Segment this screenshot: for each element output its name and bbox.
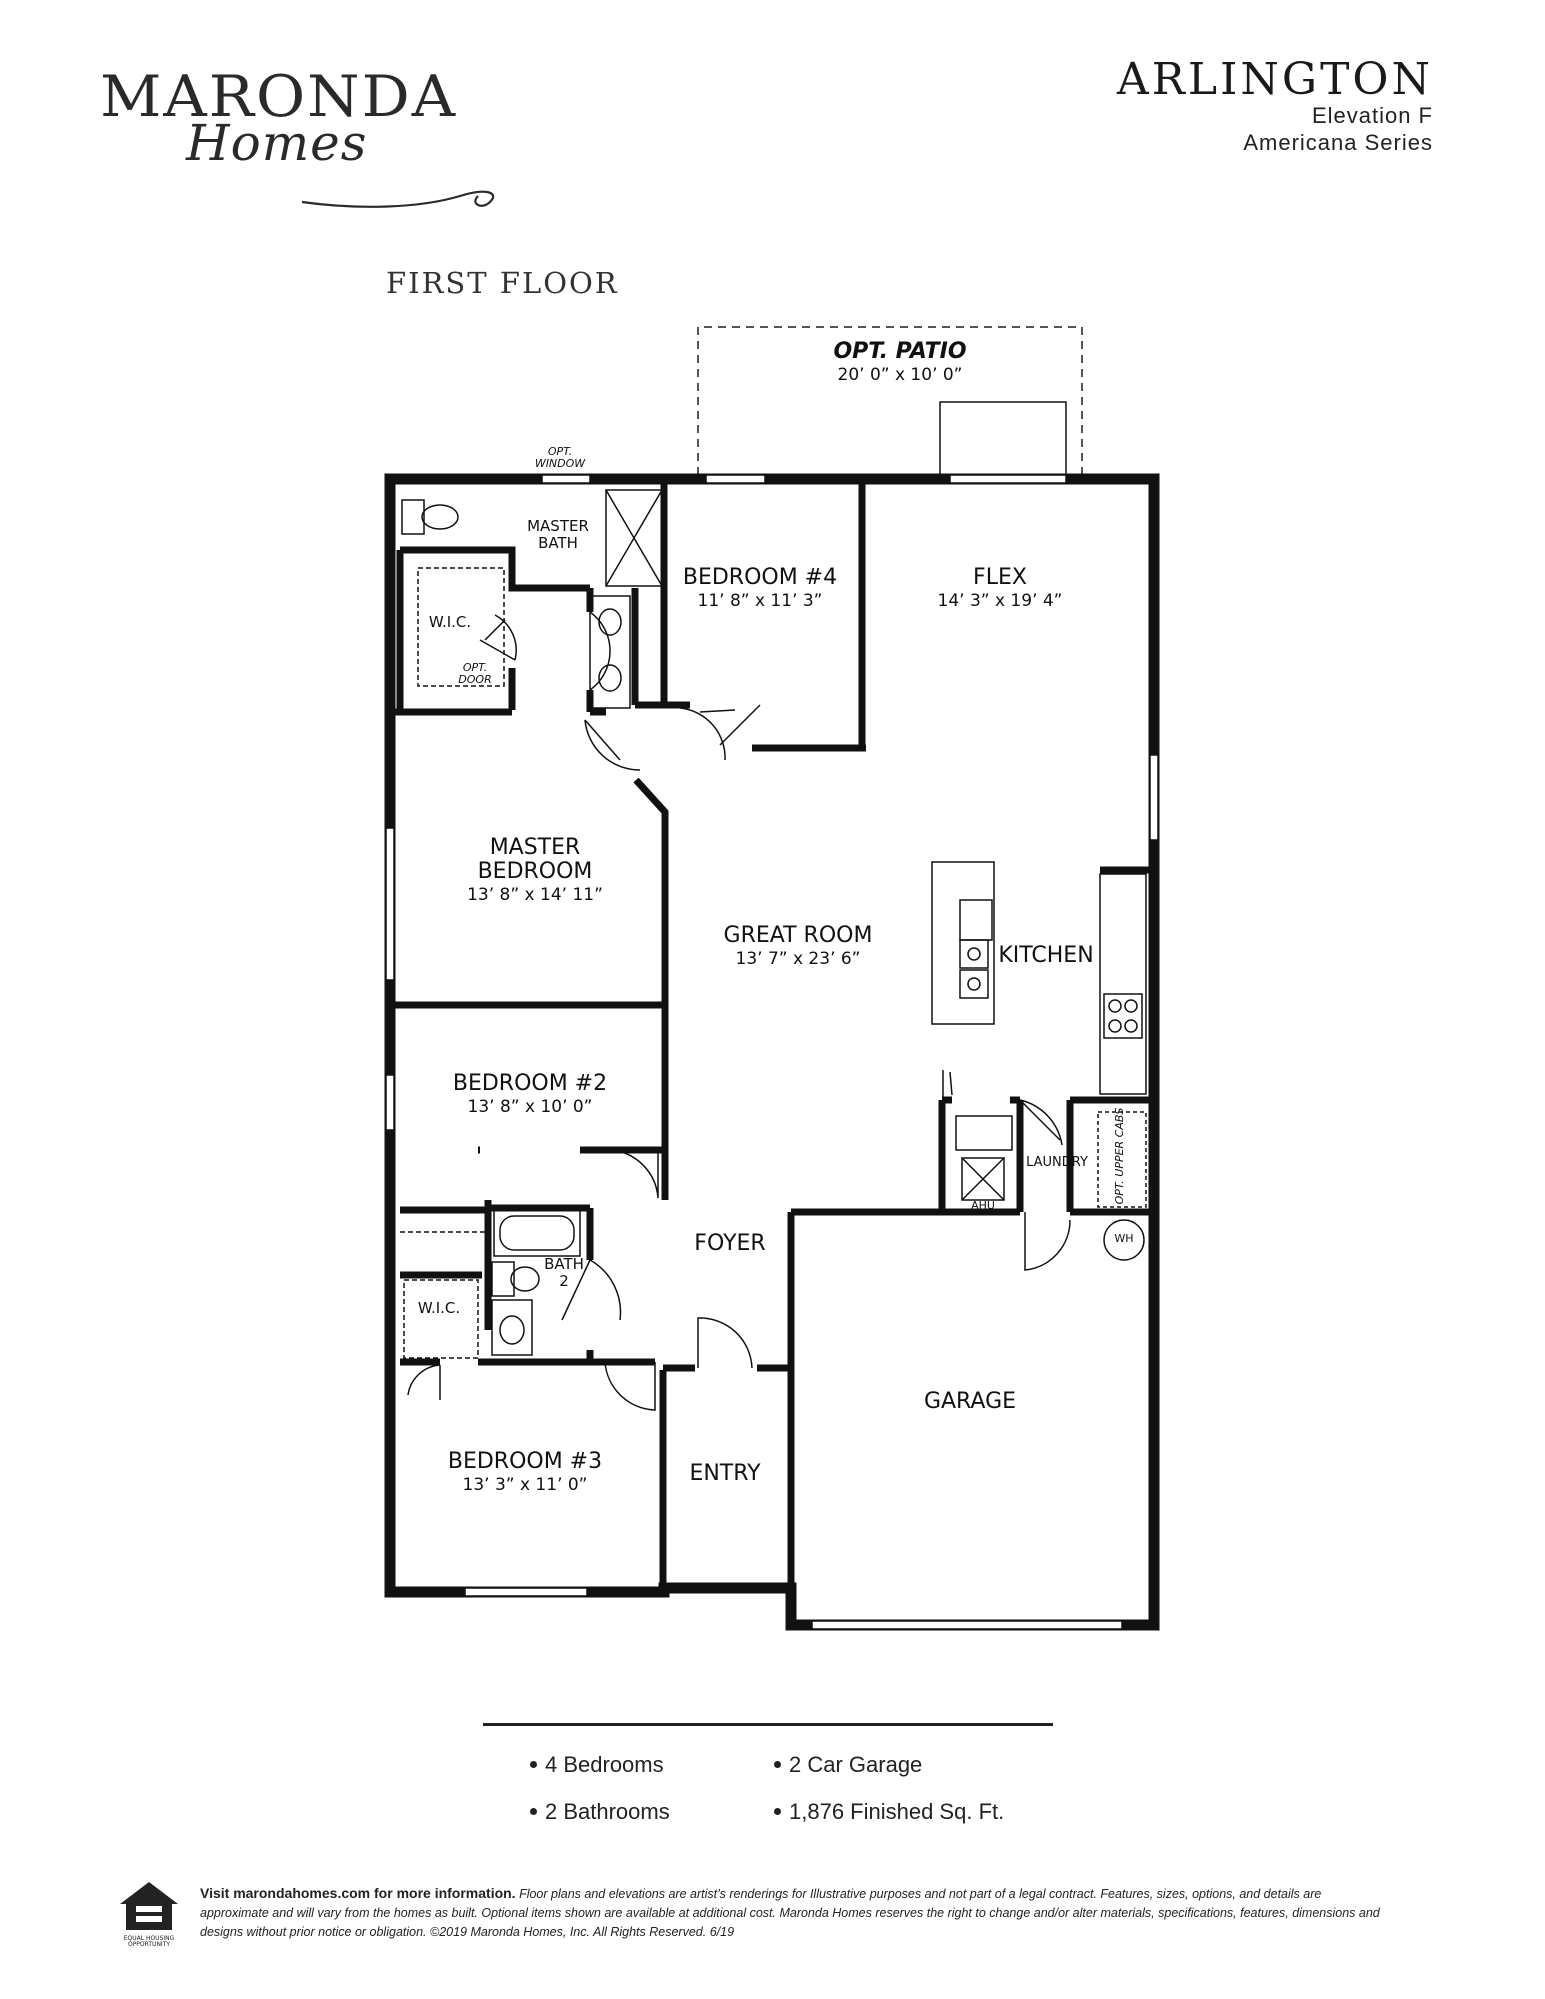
room-bedroom-4: BEDROOM #4 11’ 8” x 11’ 3” (660, 566, 860, 612)
room-entry: ENTRY (675, 1462, 775, 1486)
opt-upper-cabs-label: OPT. UPPER CABS (1113, 1107, 1126, 1205)
room-bath-2: BATH 2 (536, 1256, 592, 1290)
feature-bathrooms: 2 Bathrooms (530, 1799, 670, 1825)
patio-dims: 20’ 0” x 10’ 0” (837, 365, 963, 385)
feature-bedrooms: 4 Bedrooms (530, 1752, 664, 1778)
room-flex: FLEX 14’ 3” x 19’ 4” (900, 566, 1100, 612)
features-divider (483, 1723, 1053, 1726)
logo-wordmark: MARONDA (100, 63, 458, 131)
wh-label: WH (1114, 1232, 1134, 1245)
bedroom4-label: BEDROOM #4 (682, 565, 838, 590)
plan-name: ARLINGTON (1116, 54, 1433, 105)
equal-housing-logo: EQUAL HOUSING OPPORTUNITY (118, 1880, 180, 1948)
garage-label: GARAGE (923, 1389, 1017, 1414)
plan-series: Americana Series (1243, 130, 1433, 155)
plan-elevation: Elevation F (1311, 103, 1433, 128)
master-bedroom-line1: MASTER (489, 835, 581, 860)
bedroom3-dims: 13’ 3” x 11’ 0” (462, 1475, 588, 1495)
laundry-label: LAUNDRY (1026, 1155, 1088, 1170)
water-heater: WH (1108, 1233, 1140, 1245)
patio-label: OPT. PATIO (833, 339, 967, 364)
feature-bedrooms-text: 4 Bedrooms (545, 1752, 664, 1777)
bullet-icon (774, 1760, 781, 1768)
logo-script: Homes (186, 114, 368, 172)
bath2-line1: BATH (544, 1255, 584, 1273)
eho-line2: OPPORTUNITY (127, 1941, 171, 1948)
wic2-label: W.I.C. (417, 1299, 461, 1317)
plan-title-block: ARLINGTON Elevation F Americana Series (1117, 58, 1433, 156)
maronda-homes-logo: MARONDA Homes (100, 62, 495, 208)
master-bedroom-dims: 13’ 8” x 14’ 11” (467, 885, 603, 905)
room-master-bath: MASTER BATH (518, 518, 598, 552)
room-kitchen: KITCHEN (996, 944, 1096, 968)
opt-window-line1: OPT. (547, 445, 573, 458)
room-foyer: FOYER (680, 1232, 780, 1256)
opt-door-line2: DOOR (458, 673, 492, 686)
room-great-room: GREAT ROOM 13’ 7” x 23’ 6” (698, 924, 898, 970)
bullet-icon (774, 1807, 781, 1815)
bath2-line2: 2 (559, 1272, 569, 1290)
room-opt-window: OPT. WINDOW (530, 446, 590, 470)
flex-dims: 14’ 3” x 19’ 4” (937, 591, 1063, 611)
master-bath-line1: MASTER (527, 517, 589, 535)
kitchen-label: KITCHEN (998, 943, 1094, 968)
patio-slider-door (939, 401, 1067, 478)
opt-upper-cabs-note: OPT. UPPER CABS (1113, 1106, 1126, 1206)
opt-door-note: OPT. DOOR (450, 662, 500, 686)
bedroom3-label: BEDROOM #3 (447, 1449, 603, 1474)
bullet-icon (530, 1760, 537, 1768)
bullet-icon (530, 1807, 537, 1815)
great-room-label: GREAT ROOM (723, 923, 873, 948)
room-master-bedroom: MASTER BEDROOM 13’ 8” x 14’ 11” (435, 836, 635, 906)
ahu-label: AHU (971, 1199, 995, 1212)
house-icon (120, 1882, 178, 1930)
feature-garage-text: 2 Car Garage (789, 1752, 923, 1777)
great-room-dims: 13’ 7” x 23’ 6” (735, 949, 861, 969)
feature-sqft: 1,876 Finished Sq. Ft. (774, 1799, 1004, 1825)
entry-label: ENTRY (689, 1461, 761, 1486)
room-wic-master: W.I.C. (420, 614, 480, 631)
room-bedroom-2: BEDROOM #2 13’ 8” x 10’ 0” (430, 1072, 630, 1118)
bedroom4-dims: 11’ 8” x 11’ 3” (697, 591, 823, 611)
bedroom2-dims: 13’ 8” x 10’ 0” (467, 1097, 593, 1117)
floor-label: FIRST FLOOR (386, 266, 619, 300)
footer-lead: Visit marondahomes.com for more informat… (200, 1885, 516, 1901)
logo-swash-icon (301, 190, 495, 208)
master-bedroom-line2: BEDROOM (477, 859, 593, 884)
flex-label: FLEX (973, 565, 1027, 590)
feature-bathrooms-text: 2 Bathrooms (545, 1799, 670, 1824)
ahu-unit: AHU (962, 1200, 1004, 1212)
room-laundry: LAUNDRY (1022, 1154, 1092, 1171)
floor-plan-drawing (384, 326, 1160, 1631)
feature-garage: 2 Car Garage (774, 1752, 922, 1778)
room-wic-2: W.I.C. (404, 1300, 474, 1317)
room-bedroom-3: BEDROOM #3 13’ 3” x 11’ 0” (425, 1450, 625, 1496)
footer-disclaimer: Visit marondahomes.com for more informat… (200, 1884, 1390, 1942)
opt-door-line1: OPT. (462, 661, 488, 674)
wic-master-label: W.I.C. (428, 613, 472, 631)
eho-line1: EQUAL HOUSING (123, 1935, 175, 1942)
bedroom2-label: BEDROOM #2 (452, 1071, 608, 1096)
patio-outline (697, 326, 1083, 475)
footer-disclaimer-text: Floor plans and elevations are artist’s … (200, 1887, 1380, 1939)
feature-sqft-text: 1,876 Finished Sq. Ft. (789, 1799, 1005, 1824)
room-garage: GARAGE (900, 1390, 1040, 1414)
master-bath-line2: BATH (538, 534, 578, 552)
room-opt-patio: OPT. PATIO 20’ 0” x 10’ 0” (800, 340, 1000, 386)
opt-window-line2: WINDOW (534, 457, 586, 470)
foyer-label: FOYER (694, 1231, 766, 1256)
